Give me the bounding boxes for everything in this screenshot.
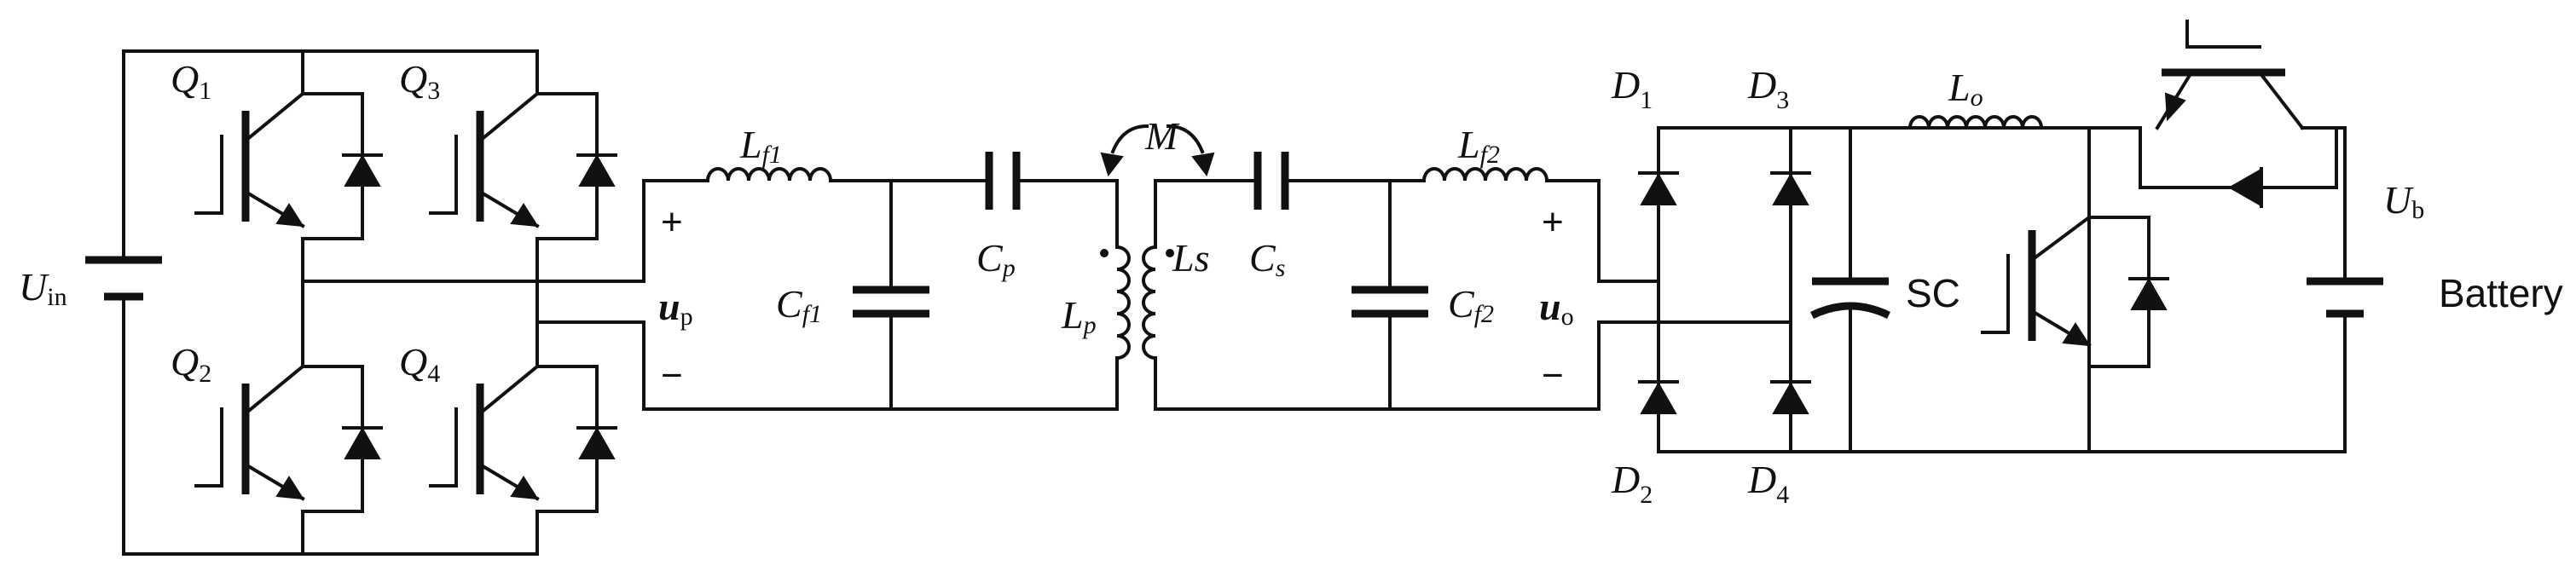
inverter-output-wires bbox=[301, 179, 645, 411]
supercapacitor bbox=[1810, 126, 1890, 453]
inverter-leg-2 bbox=[429, 49, 617, 556]
d3-diode bbox=[1770, 171, 1811, 205]
sc-label: SC bbox=[1906, 271, 1960, 315]
uo-plus: + bbox=[1542, 201, 1564, 243]
up-minus: − bbox=[661, 355, 683, 396]
lp-dot bbox=[1100, 249, 1109, 257]
q3-antiparallel-diode bbox=[535, 92, 617, 240]
q3-igbt bbox=[429, 91, 540, 228]
ls-label: Ls bbox=[1172, 236, 1209, 280]
uo-label: uo bbox=[1539, 285, 1574, 331]
cp-capacitor bbox=[985, 152, 1021, 210]
primary-compensation bbox=[642, 152, 1131, 411]
mutual-inductance-arrows bbox=[1100, 124, 1215, 177]
cf1-capacitor bbox=[853, 286, 929, 318]
ub-label: Ub bbox=[2383, 178, 2424, 224]
lf2-label: Lf2 bbox=[1457, 123, 1500, 169]
lp-label: Lp bbox=[1061, 293, 1097, 339]
lf2-inductor bbox=[1421, 167, 1549, 183]
up-label: up bbox=[658, 285, 693, 331]
q2-igbt bbox=[194, 364, 305, 501]
boost-igbt-lower bbox=[1981, 215, 2092, 348]
input-dc-source bbox=[85, 49, 539, 556]
d4-label: D4 bbox=[1747, 458, 1789, 509]
q4-antiparallel-diode bbox=[535, 365, 617, 513]
q3-label: Q3 bbox=[399, 57, 440, 105]
battery bbox=[2307, 126, 2383, 453]
secondary-compensation bbox=[1142, 152, 1647, 411]
d4-diode bbox=[1770, 380, 1811, 414]
boost-antiparallel-diode bbox=[2087, 216, 2169, 368]
uin-label: Uin bbox=[19, 265, 67, 311]
cf1-label: Cf1 bbox=[776, 282, 822, 328]
ls-dot bbox=[1166, 249, 1174, 257]
cf2-label: Cf2 bbox=[1448, 282, 1494, 328]
cp-label: Cp bbox=[976, 236, 1016, 282]
d3-label: D3 bbox=[1747, 63, 1789, 114]
up-plus: + bbox=[661, 201, 683, 243]
d2-label: D2 bbox=[1611, 458, 1653, 509]
lo-inductor bbox=[1907, 115, 2044, 130]
q1-igbt bbox=[194, 91, 305, 228]
q2-antiparallel-diode bbox=[301, 365, 383, 513]
d1-diode bbox=[1638, 171, 1679, 205]
q2-label: Q2 bbox=[171, 340, 211, 388]
mutual-label: M bbox=[1144, 114, 1180, 158]
buck-igbt-upper bbox=[2139, 20, 2338, 208]
d1-label: D1 bbox=[1611, 63, 1653, 114]
q4-igbt bbox=[429, 364, 540, 501]
inverter-leg-1 bbox=[194, 49, 383, 556]
d2-diode bbox=[1638, 380, 1679, 414]
lo-label: Lo bbox=[1948, 66, 1983, 112]
output-converter bbox=[1849, 20, 2383, 453]
battery-label: Battery bbox=[2439, 271, 2563, 315]
q1-label: Q1 bbox=[171, 57, 211, 105]
lf1-label: Lf1 bbox=[739, 123, 782, 169]
rectifier-bridge bbox=[1638, 126, 2347, 453]
lf1-inductor bbox=[705, 167, 833, 183]
cs-label: Cs bbox=[1249, 236, 1285, 282]
cf2-capacitor bbox=[1352, 286, 1428, 318]
lp-coil bbox=[1114, 245, 1131, 361]
uo-minus: − bbox=[1542, 355, 1564, 396]
q1-antiparallel-diode bbox=[301, 92, 383, 240]
ls-coil bbox=[1142, 245, 1158, 361]
q4-label: Q4 bbox=[399, 340, 440, 388]
cs-capacitor bbox=[1253, 152, 1289, 210]
